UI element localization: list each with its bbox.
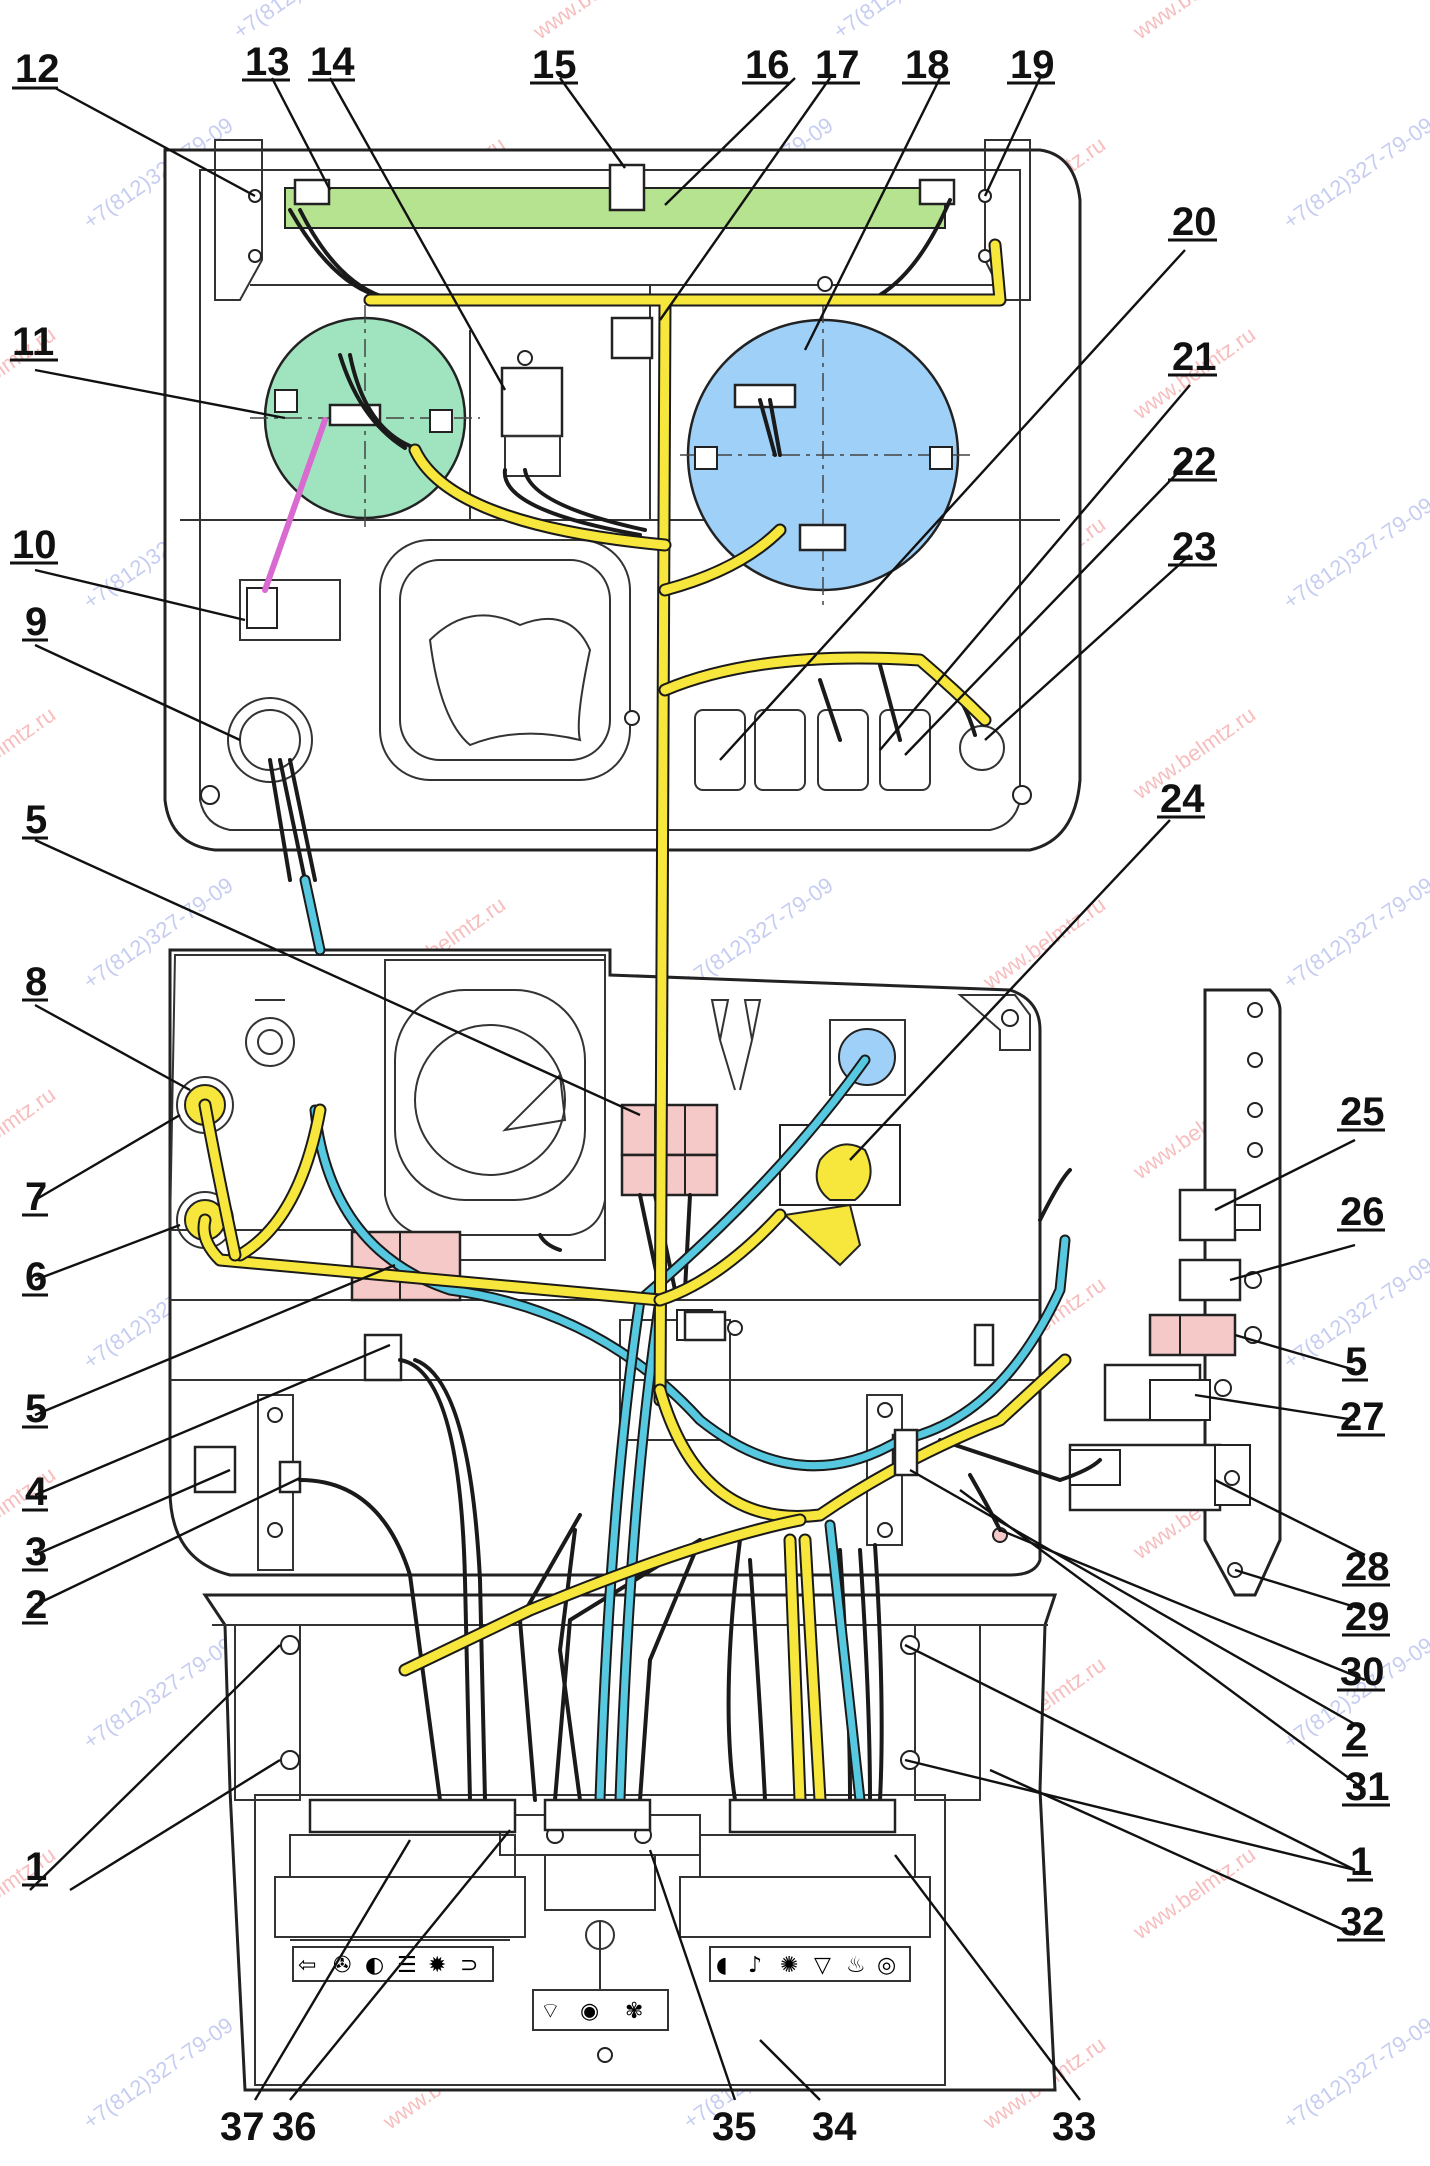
callout-30: 30 bbox=[1340, 1650, 1385, 1694]
callout-32: 32 bbox=[1340, 1900, 1385, 1944]
callout-33: 33 bbox=[1052, 2105, 1097, 2149]
turn-signal-icon: ⇦ bbox=[298, 1953, 316, 1978]
callout-12: 12 bbox=[15, 47, 60, 91]
callout-4: 4 bbox=[25, 1470, 48, 1514]
watermark-text: +7(812)327-79-09 bbox=[829, 0, 988, 44]
work-light-icon: ✺ bbox=[780, 1953, 798, 1978]
callout-21: 21 bbox=[1172, 335, 1217, 379]
callout-37: 37 bbox=[220, 2105, 265, 2149]
callout-5-right: 5 bbox=[1345, 1340, 1367, 1384]
callout-9: 9 bbox=[25, 600, 47, 644]
callout-35: 35 bbox=[712, 2105, 757, 2149]
callout-14: 14 bbox=[310, 40, 355, 84]
hazard-icon: ▽ bbox=[814, 1953, 831, 1978]
watermark-text: +7(812)327-79-09 bbox=[79, 1632, 238, 1754]
callout-22: 22 bbox=[1172, 440, 1217, 484]
beam-icon: ☰ bbox=[397, 1953, 417, 1978]
watermark-text: +7(812)327-79-09 bbox=[79, 2012, 238, 2134]
callout-29: 29 bbox=[1345, 1595, 1390, 1639]
parking-light-icon: ⊃ bbox=[460, 1953, 478, 1978]
washer-icon: ◉ bbox=[580, 1999, 599, 2024]
callout-1-left: 1 bbox=[25, 1845, 47, 1889]
watermark-text: www.belmtz.ru bbox=[1128, 1842, 1260, 1945]
headlight-icon: ◖ bbox=[716, 1953, 728, 1978]
connector-block-5a bbox=[620, 1103, 719, 1197]
dimmer-icon: ◎ bbox=[877, 1953, 896, 1978]
callout-20: 20 bbox=[1172, 200, 1217, 244]
watermark-text: www.belmtz.ru bbox=[978, 892, 1110, 995]
callout-2-right: 2 bbox=[1345, 1715, 1367, 1759]
watermark-text: +7(812)327-79-09 bbox=[229, 0, 388, 44]
watermark-text: www.belmtz.ru bbox=[0, 0, 60, 45]
cyan-harness bbox=[299, 874, 1071, 1806]
horn-icon: ♪ bbox=[748, 1953, 762, 1978]
callout-labels: 12 13 14 15 16 17 18 19 20 21 22 23 11 1… bbox=[12, 40, 1390, 2149]
watermark-text: +7(812)327-79-09 bbox=[1279, 492, 1430, 614]
callout-34: 34 bbox=[812, 2105, 857, 2149]
leader-lines bbox=[29, 77, 1366, 2101]
callout-31: 31 bbox=[1345, 1765, 1390, 1809]
callout-7: 7 bbox=[25, 1175, 47, 1219]
watermark-text: +7(812)327-79-09 bbox=[1279, 2012, 1430, 2134]
callout-10: 10 bbox=[12, 523, 57, 567]
center-switch-icons: ⌔ ◉ ✾ bbox=[540, 1999, 643, 2024]
callout-24: 24 bbox=[1160, 777, 1205, 821]
callout-2-left: 2 bbox=[25, 1583, 47, 1627]
wiper-icon: ⌔ bbox=[540, 1999, 561, 2024]
callout-5-top: 5 bbox=[25, 798, 47, 842]
watermark-text: +7(812)327-79-09 bbox=[679, 872, 838, 994]
watermark-text: www.belmtz.ru bbox=[0, 702, 60, 805]
callout-5-left: 5 bbox=[25, 1387, 47, 1431]
watermark-text: +7(812)327-79-09 bbox=[1279, 872, 1430, 994]
callout-3: 3 bbox=[25, 1530, 47, 1574]
callout-underlines bbox=[10, 78, 1390, 1942]
callout-8: 8 bbox=[25, 960, 47, 1004]
watermark-text: www.belmtz.ru bbox=[0, 1082, 60, 1185]
instrument-panel bbox=[163, 139, 1082, 852]
lamp-icon: ◐ bbox=[365, 1953, 384, 1978]
callout-6: 6 bbox=[25, 1255, 47, 1299]
callout-36: 36 bbox=[272, 2105, 317, 2149]
callout-28: 28 bbox=[1345, 1545, 1390, 1589]
callout-25: 25 bbox=[1340, 1090, 1385, 1134]
beacon-icon: ✹ bbox=[428, 1953, 446, 1978]
watermark-text: +7(812)327-79-09 bbox=[1279, 112, 1430, 234]
callout-11: 11 bbox=[12, 320, 54, 364]
callout-19: 19 bbox=[1010, 43, 1055, 87]
rear-light-icon: ♨ bbox=[846, 1953, 866, 1978]
callout-26: 26 bbox=[1340, 1190, 1385, 1234]
watermark-text: www.belmtz.ru bbox=[1128, 0, 1260, 45]
callout-13: 13 bbox=[245, 40, 290, 84]
yellow-harness bbox=[197, 238, 1072, 1807]
watermark-text: www.belmtz.ru bbox=[528, 0, 660, 45]
lower-connector-pins bbox=[308, 1798, 897, 1834]
callout-1-right: 1 bbox=[1350, 1840, 1372, 1884]
right-switch-icons: ◖ ♪ ✺ ▽ ♨ ◎ bbox=[716, 1953, 896, 1978]
callout-23: 23 bbox=[1172, 525, 1217, 569]
left-switch-icons: ⇦ ✇ ◐ ☰ ✹ ⊃ bbox=[298, 1953, 478, 1978]
callout-27: 27 bbox=[1340, 1395, 1385, 1439]
callout-17: 17 bbox=[815, 43, 860, 87]
callout-15: 15 bbox=[532, 43, 577, 87]
pink-wire bbox=[262, 417, 328, 593]
callout-16: 16 bbox=[745, 43, 790, 87]
callout-18: 18 bbox=[905, 43, 950, 87]
relay-bracket bbox=[1068, 988, 1282, 1597]
heater-fan-icon: ✾ bbox=[625, 1999, 643, 2024]
